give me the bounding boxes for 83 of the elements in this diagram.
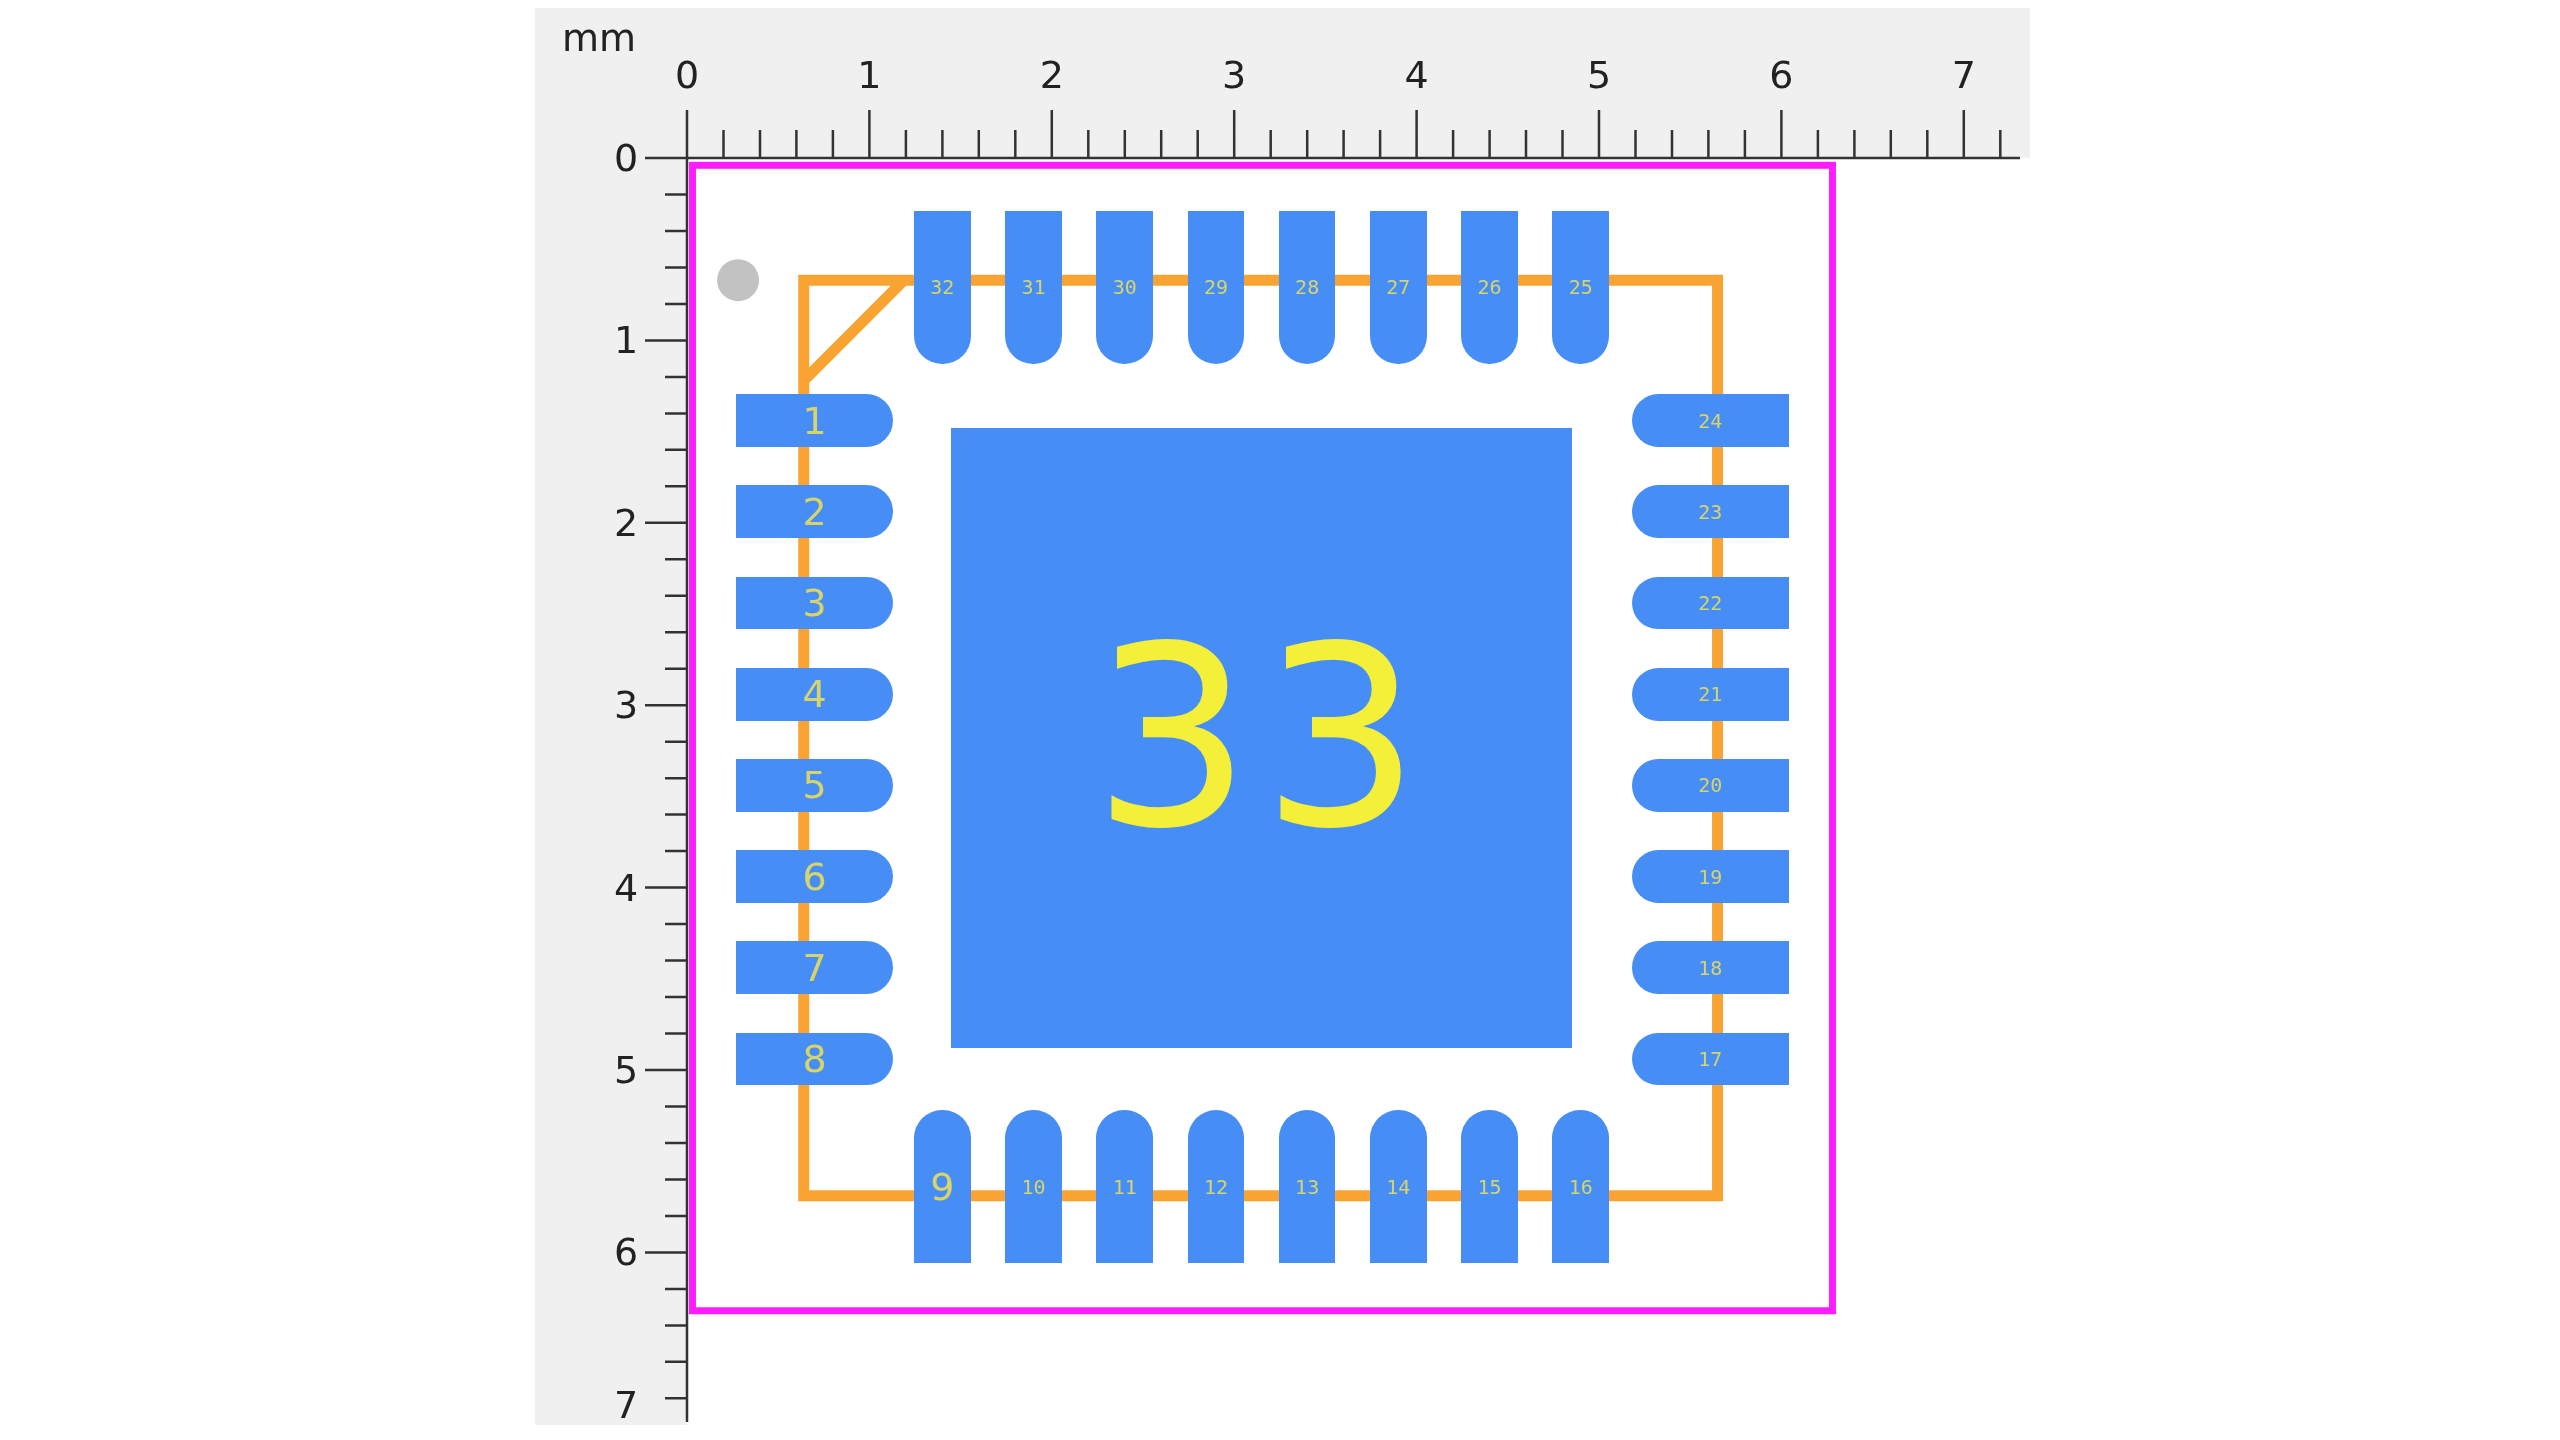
ruler-number: 5 [613,1051,639,1089]
pin-pad [1631,759,1789,812]
pin-number: 32 [930,277,955,298]
pin-number: 8 [802,1040,827,1079]
pin-number: 7 [802,948,827,987]
pin-number: 10 [1021,1176,1046,1197]
pin-number: 12 [1203,1176,1228,1197]
ruler-number: 6 [1769,56,1794,94]
pin-pad [1370,210,1427,365]
pin-number: 13 [1295,1176,1320,1197]
pin-pad [736,759,894,812]
pin-number: 2 [802,492,827,531]
pin-pad [1631,941,1789,995]
pin-pad [1552,210,1609,365]
ruler-number: 1 [613,321,639,360]
unit-label: mm [562,19,636,57]
pin-number: 21 [1698,684,1723,705]
pin-number: 23 [1698,501,1723,522]
pin-number: 16 [1568,1176,1593,1197]
ruler-number: 1 [857,56,882,94]
pin-pad [1005,210,1062,365]
pin-pad [1631,485,1789,539]
pin-number: 15 [1477,1176,1502,1197]
pin-number: 26 [1477,277,1502,298]
pin-pad [1552,1110,1609,1264]
pin-pad [1631,1032,1789,1086]
pin-pad [1461,210,1518,365]
ruler-number: 2 [613,503,639,542]
ruler-number: 4 [1404,56,1429,94]
pin-pad [1631,850,1789,904]
pin-number: 6 [802,857,827,896]
pin-pad [1187,210,1245,365]
pin-number: 30 [1112,277,1137,298]
pin-number: 5 [802,766,827,805]
pin-pad [1187,1110,1245,1264]
ruler-number: 5 [1586,56,1612,94]
pin-number: 33 [1092,613,1431,863]
pin-pad [736,1032,894,1086]
pin-number: 22 [1698,593,1723,614]
pin-pad [1461,1110,1518,1264]
pin-pad [736,485,894,539]
pin-pad [1005,1110,1062,1264]
pin-number: 20 [1698,775,1723,796]
pin-number: 27 [1386,277,1411,298]
pin-pad [1096,210,1153,365]
pin-pad [1278,1110,1336,1264]
ruler-number: 6 [613,1233,639,1272]
ruler-number: 0 [674,56,700,94]
ruler-number: 7 [613,1386,639,1424]
pin-pad [736,667,894,721]
pin-pad [1631,394,1789,448]
ruler-number: 4 [613,868,639,907]
pin-pad [1096,1110,1153,1264]
pin-number: 11 [1112,1176,1137,1197]
pin-number: 9 [930,1167,955,1206]
thermal-pad [951,427,1572,1049]
pin-pad [1370,1110,1427,1264]
ruler-number: 7 [1951,56,1976,94]
pin-pad [736,576,894,630]
pin-pad [1631,576,1789,630]
pin-pad [914,210,971,365]
pin-number: 18 [1698,957,1723,978]
pin-number: 14 [1386,1176,1411,1197]
pin-number: 28 [1295,277,1320,298]
pin-number: 31 [1021,277,1046,298]
pin-number: 24 [1698,410,1723,431]
pin-number: 25 [1568,277,1593,298]
pin-number: 29 [1203,277,1228,298]
pin-number: 1 [802,401,827,440]
ruler-number: 0 [613,139,639,177]
pin-number: 19 [1698,866,1723,887]
pin-pad [1631,667,1789,721]
ruler-number: 2 [1039,56,1064,94]
ruler-number: 3 [1222,56,1247,94]
pin-pad [1278,210,1336,365]
pin-pad [914,1110,971,1264]
pin-number: 4 [802,675,827,714]
pin-number: 3 [802,584,827,623]
pin-number: 17 [1698,1049,1723,1070]
pin-pad [736,394,894,448]
pin-pad [736,941,894,995]
pin-pad [736,850,894,904]
ruler-number: 3 [613,686,639,725]
